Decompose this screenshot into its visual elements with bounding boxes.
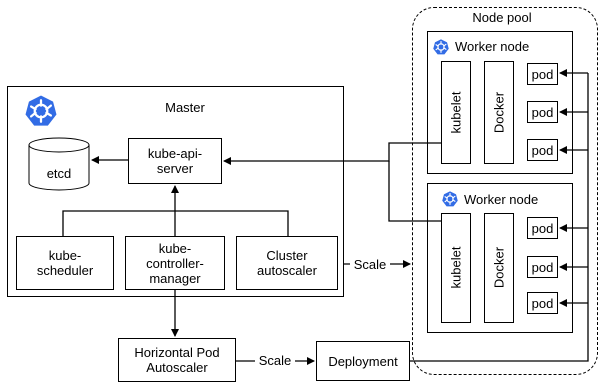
deployment: Deployment: [316, 341, 410, 381]
master-title: Master: [165, 100, 205, 115]
pod-1-1: pod: [527, 63, 558, 85]
node-pool-container: [412, 7, 598, 375]
docker-2: [484, 213, 514, 323]
kube-scheduler: kube- scheduler: [16, 236, 114, 290]
kubernetes-logo-icon: [24, 94, 58, 127]
scale-label-cluster-autoscaler: Scale: [350, 257, 390, 272]
worker-node-2-title: Worker node: [464, 192, 539, 207]
etcd-label: etcd: [46, 166, 72, 181]
pod-2-3: pod: [527, 292, 558, 314]
etcd-database: [28, 137, 90, 191]
pod-1-3: pod: [527, 139, 558, 161]
pod-1-2: pod: [527, 101, 558, 123]
horizontal-pod-autoscaler: Horizontal Pod Autoscaler: [118, 338, 236, 382]
node-pool-title: Node pool: [472, 10, 532, 25]
kubernetes-logo-icon: [432, 38, 450, 55]
pod-2-1: pod: [527, 217, 558, 239]
worker-node-1-title: Worker node: [455, 39, 530, 54]
kube-controller-manager: kube- controller- manager: [125, 236, 225, 290]
kubernetes-logo-icon: [441, 190, 459, 207]
cluster-autoscaler: Cluster autoscaler: [236, 236, 338, 290]
kubelet-2: [441, 213, 471, 323]
kubelet-1: [441, 61, 471, 164]
scale-label-hpa: Scale: [255, 353, 295, 368]
docker-1: [484, 61, 514, 164]
pod-2-2: pod: [527, 256, 558, 278]
kube-api-server: kube-api- server: [128, 138, 222, 184]
